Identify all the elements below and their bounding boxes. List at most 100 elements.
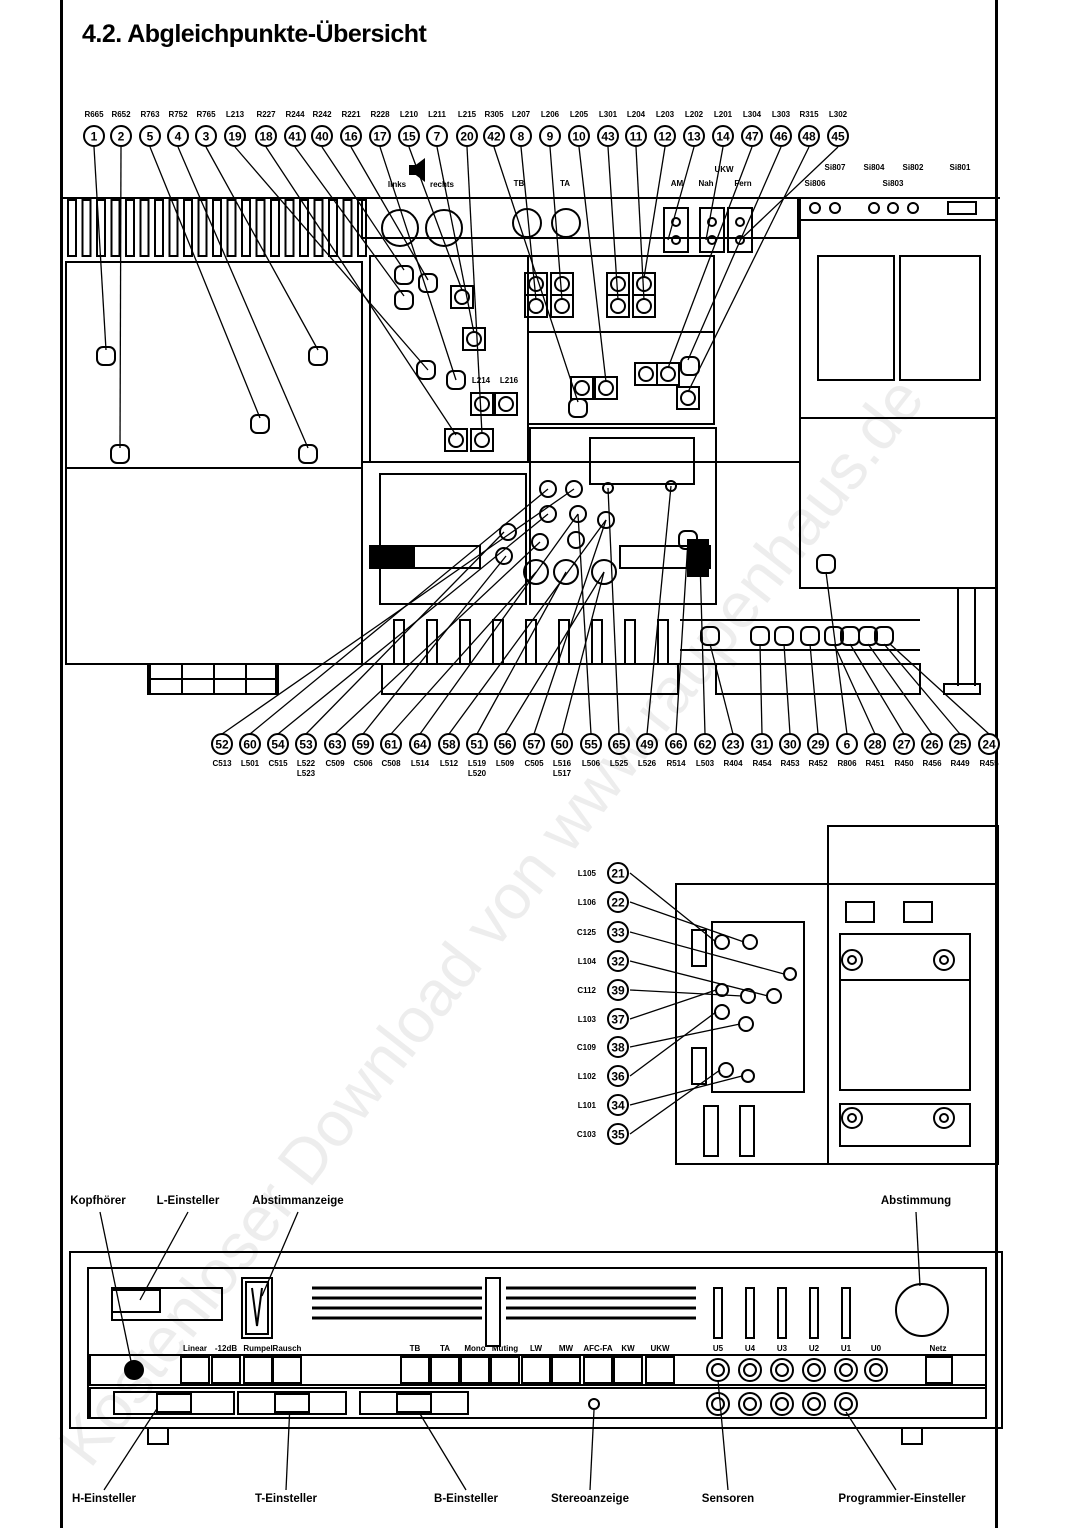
push-button [180,1356,210,1384]
callout-circle [607,1094,629,1116]
callout-number: 20 [460,130,474,144]
coil-can [676,386,700,410]
callout-circle [284,125,306,147]
callout-52: 52 [211,733,233,755]
trim-pot [766,988,782,1004]
heatsink-fin [226,199,237,257]
leader-line [379,146,457,381]
page-frame [60,0,998,1528]
leader-line [177,146,309,449]
callout-39: 39 [607,979,629,1001]
part-reference: R449 [950,759,970,768]
program-knob [770,1392,794,1416]
callout-circle [438,733,460,755]
callout-64: 64 [409,733,431,755]
callout-number: 29 [811,738,825,752]
program-slider [777,1287,787,1339]
push-button [272,1356,302,1384]
push-button [460,1356,490,1384]
callout-circle [456,125,478,147]
tone-slider-knob [274,1393,310,1413]
connector-pin [591,619,603,665]
trim-pot [638,366,654,382]
button-label-u0: U0 [871,1344,882,1353]
tuning-meter [245,1281,269,1335]
callout-circle [494,733,516,755]
trim-pot [528,276,544,292]
callout-18: 18 [255,125,277,147]
callout-31: 31 [751,733,773,755]
trim-pot [741,1069,755,1083]
band-switch [663,207,689,253]
leader-line [667,146,753,369]
program-ring [743,1397,757,1411]
connector [703,1105,719,1157]
connector [691,929,707,967]
leader-line [629,872,717,943]
callout-circle [539,125,561,147]
leader-line [334,541,541,735]
callout-30: 30 [779,733,801,755]
callout-22: 22 [607,891,629,913]
callout-number: 7 [434,130,441,144]
power-button [925,1356,953,1384]
heatsink-fin [125,199,135,257]
callout-33: 33 [607,921,629,943]
label-stereoanzeige: Stereoanzeige [551,1493,629,1505]
leader-line [643,146,666,279]
label-si804: Si804 [864,163,885,172]
label-nah: Nah [698,179,713,188]
terminal-block [213,678,247,695]
callout-number: 31 [755,738,769,752]
callout-8: 8 [510,125,532,147]
leader-line [577,513,592,735]
callout-number: 3 [203,130,210,144]
screw [687,539,709,577]
callout-circle [580,733,602,755]
switch-contact [735,235,745,245]
push-button [613,1356,643,1384]
leader-line [520,146,537,301]
program-slider [841,1287,851,1339]
fuse-holder [947,201,977,215]
heatsink-fin [255,199,266,257]
part-reference: L201 [714,110,733,119]
label-ta: TA [560,179,570,188]
part-reference: R514 [666,759,686,768]
callout-number: 45 [831,130,845,144]
callout-circle [949,733,971,755]
transformer-lug [903,901,933,923]
part-reference: L304 [743,110,762,119]
callout-48: 48 [798,125,820,147]
program-knob [834,1392,858,1416]
program-ring [775,1397,789,1411]
headphone-jack [124,1360,144,1380]
heatsink-fin [183,199,193,257]
part-reference: C513 [212,759,232,768]
callout-circle [712,125,734,147]
callout-circle [311,125,333,147]
button-label-u3: U3 [777,1344,788,1353]
callout-circle [741,125,763,147]
callout-number: 6 [844,738,851,752]
callout-38: 38 [607,1036,629,1058]
callout-number: 51 [470,738,484,752]
leader-line [687,146,782,361]
trim-pot [531,533,549,551]
callout-number: 62 [698,738,712,752]
part-reference: L509 [496,759,515,768]
callout-number: 49 [640,738,654,752]
leader-line [390,571,537,735]
trim-pot [553,559,579,585]
leader-line [783,643,791,735]
speaker-socket [381,209,419,247]
tone-slider-track [237,1391,347,1415]
meter-needle [251,1287,263,1327]
callout-number: 11 [630,130,643,144]
callout-45: 45 [827,125,849,147]
trim-pot [680,390,696,406]
part-reference: L211 [428,110,446,119]
label-fern: Fern [734,179,751,188]
part-reference: C125 [577,928,597,937]
terminal-block [149,678,183,695]
